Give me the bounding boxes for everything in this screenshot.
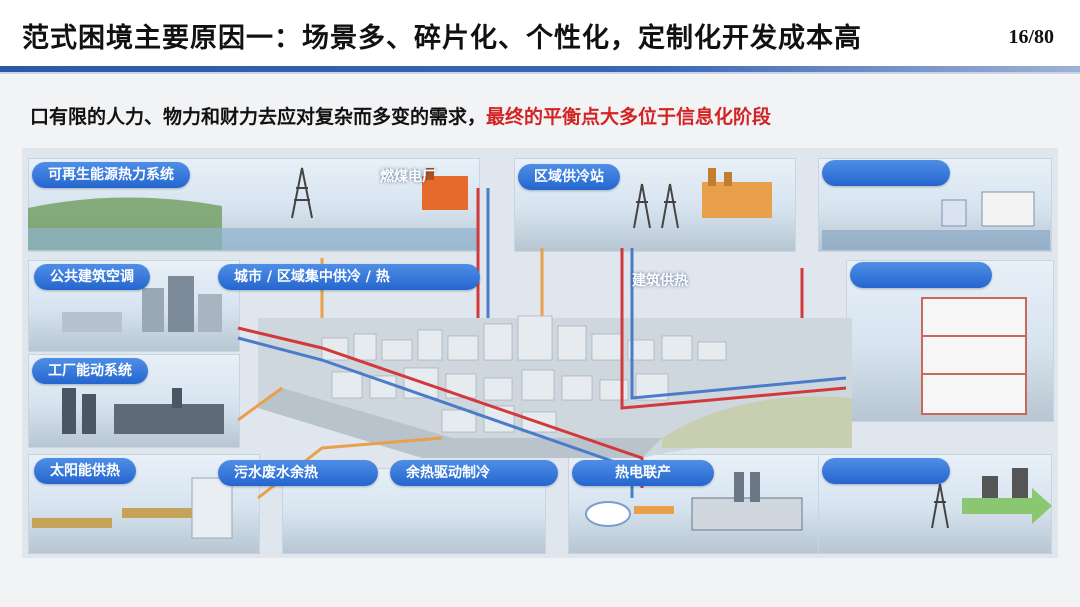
label-coal-plant: 燃煤电厂 bbox=[380, 169, 436, 185]
subtitle-text: 口有限的人力、物力和财力去应对复杂而多变的需求， bbox=[30, 106, 487, 128]
label-renewable-thermal: 可再生能源热力系统 bbox=[32, 162, 190, 188]
subtitle: 口有限的人力、物力和财力去应对复杂而多变的需求，最终的平衡点大多位于信息化阶段 bbox=[30, 102, 771, 129]
header-divider bbox=[0, 66, 1080, 72]
page-number: 16/80 bbox=[1008, 26, 1054, 48]
energy-system-illustration: 可再生能源热力系统 燃煤电厂 区域供冷站 公共建筑空调 城市 / 区域集中供冷 … bbox=[22, 148, 1058, 558]
header-divider-light bbox=[0, 72, 1080, 74]
label-bottom-right-blank bbox=[822, 458, 950, 484]
illustration-drawing bbox=[28, 167, 1052, 539]
label-solar: 太阳能供热 bbox=[34, 458, 136, 484]
slide-header: 范式困境主要原因一：场景多、碎片化、个性化，定制化开发成本高 16/80 bbox=[0, 0, 1080, 66]
label-chp: 热电联产 bbox=[572, 460, 714, 486]
label-district-cooling: 区域供冷站 bbox=[518, 164, 620, 190]
label-right-blank bbox=[850, 262, 992, 288]
label-waste-heat-cooling: 余热驱动制冷 bbox=[390, 460, 558, 486]
label-factory: 工厂能动系统 bbox=[32, 358, 148, 384]
label-city-district: 城市 / 区域集中供冷 / 热 bbox=[218, 264, 480, 290]
label-sewage-heat: 污水废水余热 bbox=[218, 460, 378, 486]
slide-title: 范式困境主要原因一：场景多、碎片化、个性化，定制化开发成本高 bbox=[22, 23, 862, 54]
label-building-heating: 建筑供热 bbox=[632, 273, 688, 289]
subtitle-highlight: 最终的平衡点大多位于信息化阶段 bbox=[486, 106, 772, 128]
label-public-ac: 公共建筑空调 bbox=[34, 264, 150, 290]
label-top-right-blank bbox=[822, 160, 950, 186]
